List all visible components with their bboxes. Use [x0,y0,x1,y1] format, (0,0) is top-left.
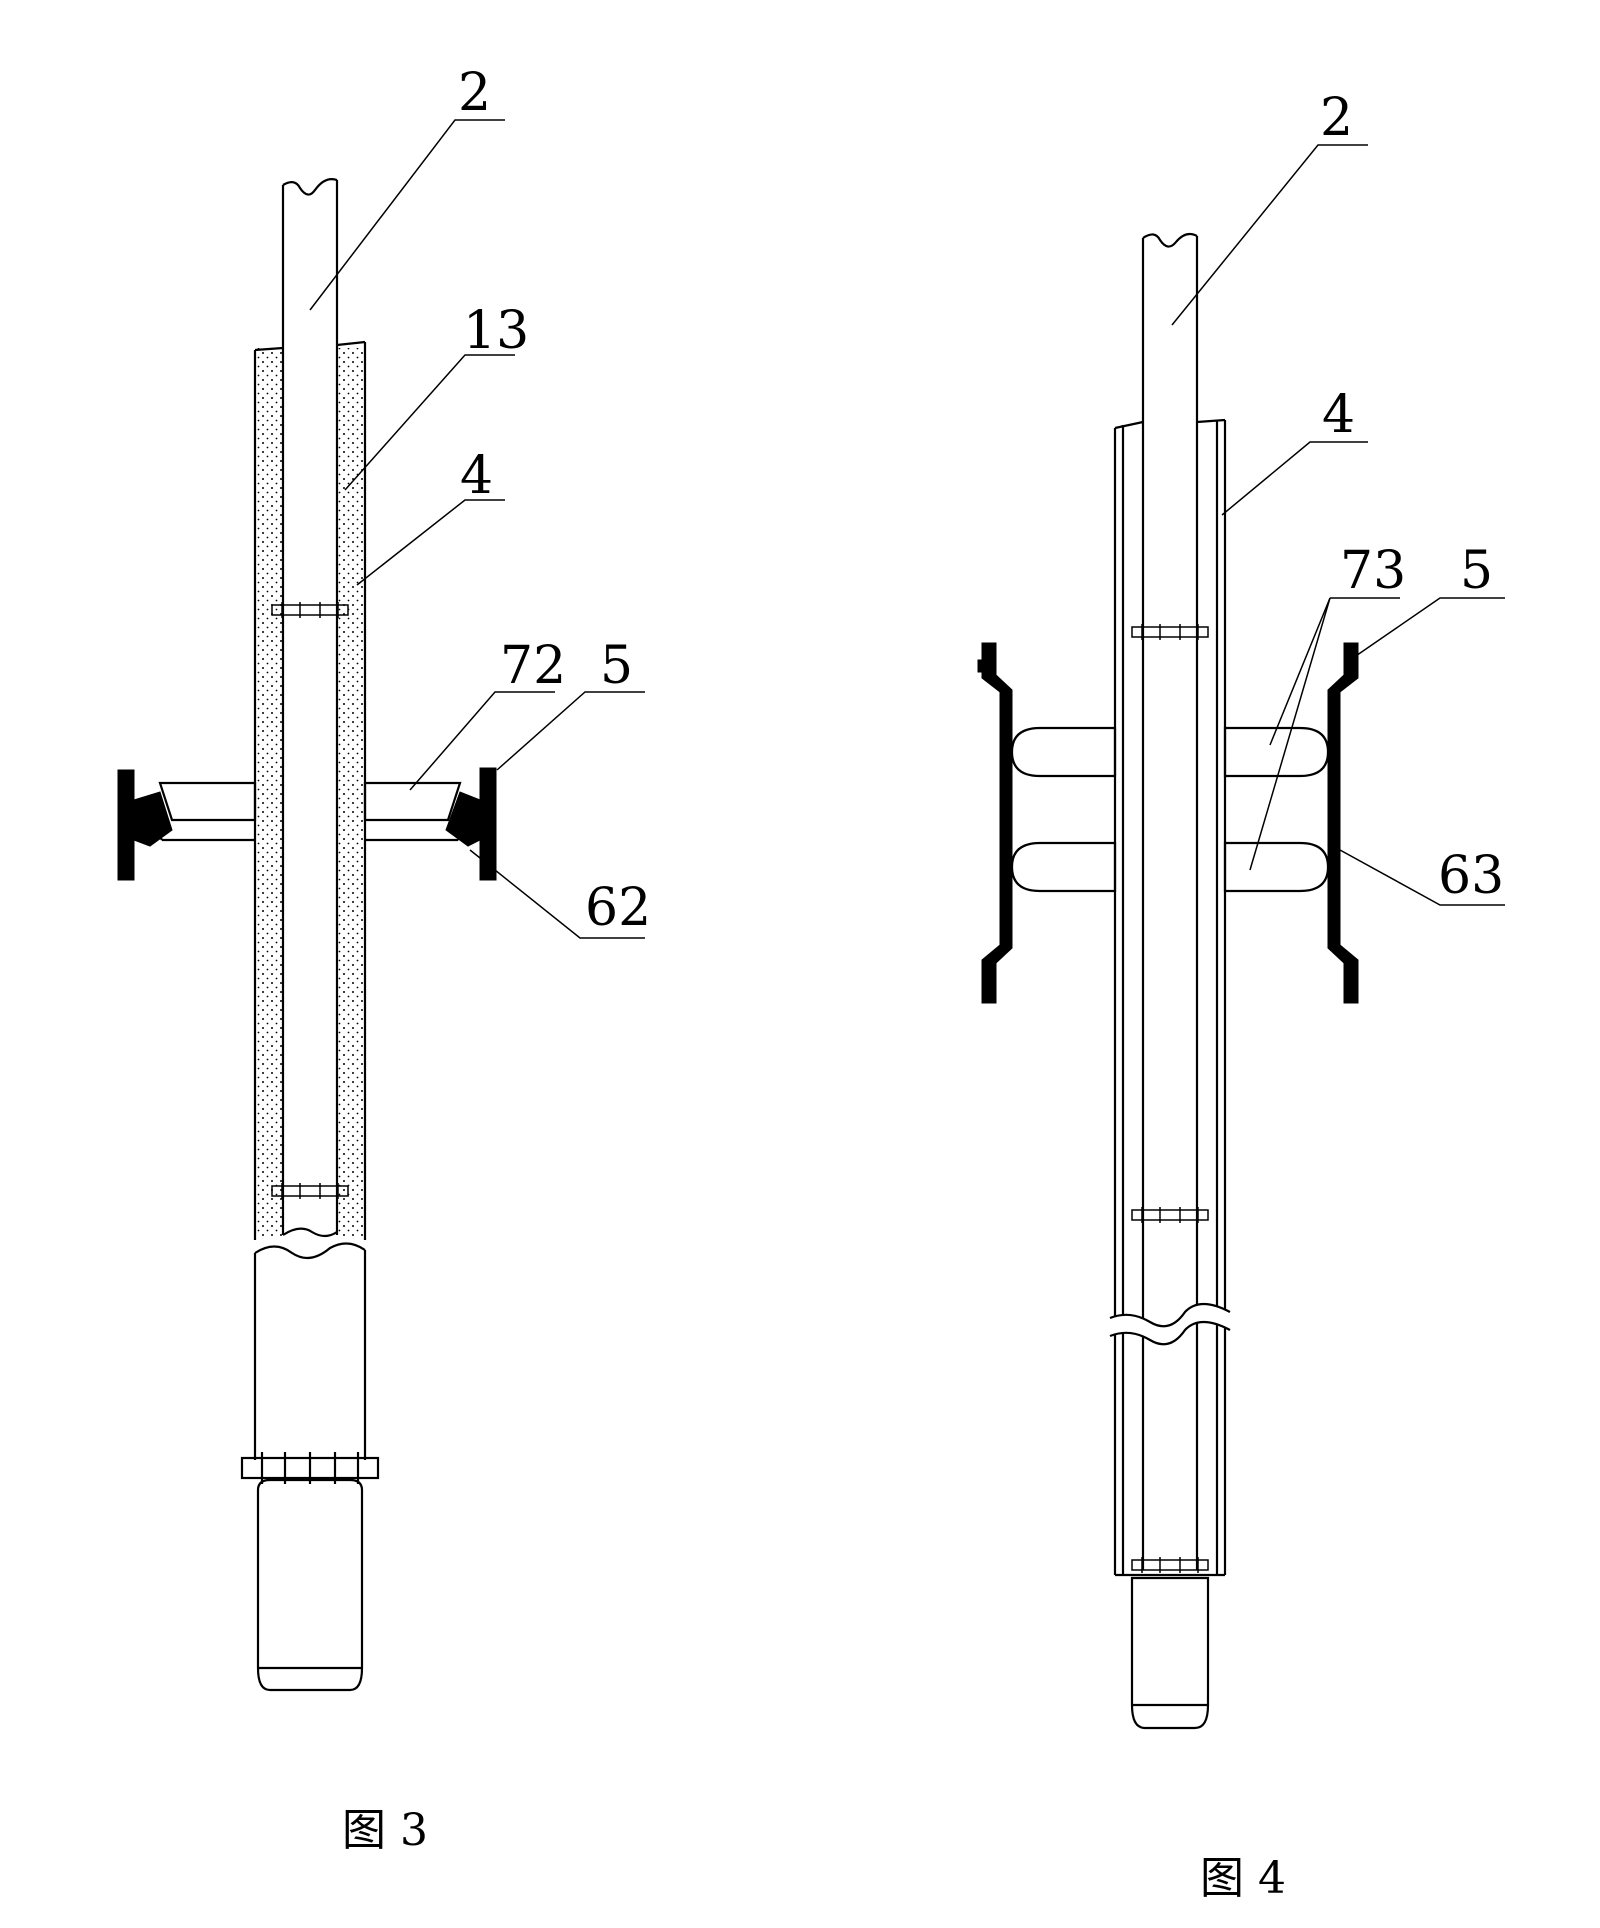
wall-5-right [1327,642,1359,1004]
wall-5-left [117,769,173,881]
break-line [1109,1302,1231,1346]
pin-lower [1131,1207,1209,1223]
leaders-fig3 [309,119,645,939]
label-discs-73: 73 [1340,541,1406,601]
label-shaft-2: 2 [1320,88,1353,148]
pin-lower [271,1183,349,1199]
discs-73 [1010,726,1330,893]
pin-upper [271,602,349,618]
label-wall-5: 5 [1460,541,1493,601]
sleeve-4 [1113,418,1227,1577]
lower-tube [253,1242,367,1460]
label-seal-62: 62 [585,878,651,938]
pin-upper [1131,624,1209,640]
label-sleeve-4: 4 [460,446,493,506]
figure-3: 2 13 4 72 5 62 图 3 [117,63,651,1856]
shaft-2 [1141,232,1199,1570]
pin-bottom [1131,1557,1209,1573]
wall-5-right [445,767,497,881]
caption-figure-3: 图 3 [342,1805,428,1856]
shaft-2 [281,178,339,1238]
ribbed-handle [256,1478,364,1692]
label-shaft-2: 2 [458,63,491,123]
wall-5-left [977,642,1013,1004]
label-seal-63: 63 [1438,846,1504,906]
label-fill-layer-13: 13 [463,301,529,361]
label-disc-72: 72 [500,636,566,696]
ribbed-handle [1130,1576,1210,1730]
clamp-band [240,1452,380,1484]
sleeve-13-fill-layer [253,330,367,1240]
caption-figure-4: 图 4 [1200,1853,1286,1904]
leaders-fig4 [1171,144,1505,906]
label-wall-5: 5 [600,636,633,696]
figure-4: 2 4 73 5 63 图 4 [977,88,1505,1904]
label-sleeve-4: 4 [1322,385,1355,445]
